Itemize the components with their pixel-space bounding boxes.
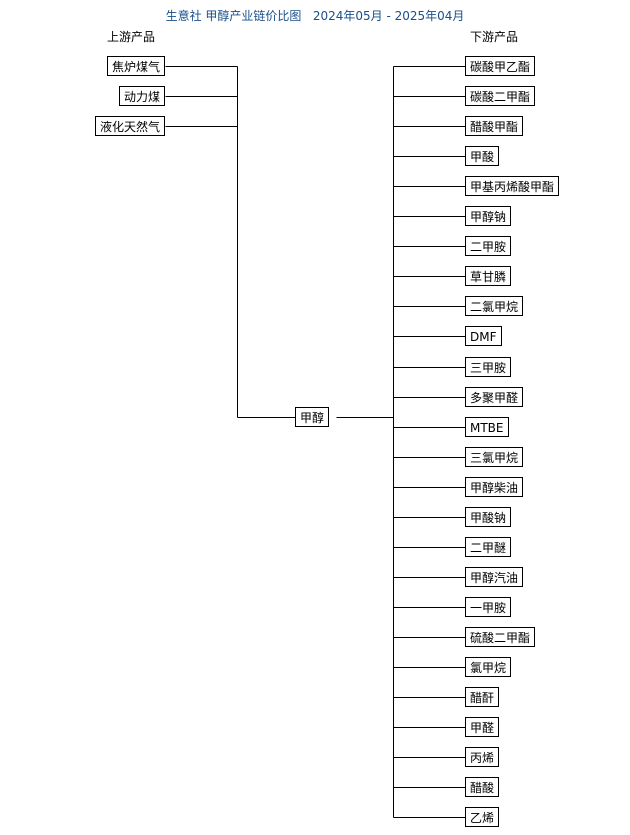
downstream-node: 草甘膦 [465,266,512,286]
downstream-node: 甲醇钠 [465,206,512,226]
downstream-node: 乙烯 [465,807,500,827]
downstream-header: 下游产品 [470,30,519,44]
chart-title: 生意社 甲醇产业链价比图 2024年05月 - 2025年04月 [165,9,465,23]
downstream-node: 二氯甲烷 [465,296,524,316]
upstream-header: 上游产品 [107,30,156,44]
downstream-node: 三甲胺 [465,357,512,377]
downstream-node: 二甲醚 [465,537,512,557]
downstream-node: 三氯甲烷 [465,447,524,467]
upstream-node: 动力煤 [118,86,165,106]
downstream-node: 碳酸二甲酯 [465,86,536,106]
downstream-node: DMF [465,326,502,346]
downstream-node: MTBE [465,417,509,437]
downstream-node: 醋酸甲酯 [465,116,524,136]
center-node: 甲醇 [295,407,330,427]
downstream-node: 甲醇柴油 [465,477,524,497]
upstream-node: 液化天然气 [94,116,165,136]
downstream-node: 多聚甲醛 [465,387,524,407]
downstream-node: 氯甲烷 [465,657,512,677]
downstream-node: 二甲胺 [465,236,512,256]
downstream-node: 醋酐 [465,687,500,707]
downstream-node: 甲酸 [465,146,500,166]
downstream-node: 碳酸甲乙酯 [465,56,536,76]
downstream-node: 丙烯 [465,747,500,767]
downstream-node: 甲醇汽油 [465,567,524,587]
upstream-node: 焦炉煤气 [106,56,165,76]
downstream-node: 一甲胺 [465,597,512,617]
downstream-node: 甲酸钠 [465,507,512,527]
downstream-node: 甲基丙烯酸甲酯 [465,176,560,196]
downstream-node: 醋酸 [465,777,500,797]
downstream-node: 硫酸二甲酯 [465,627,536,647]
downstream-node: 甲醛 [465,717,500,737]
